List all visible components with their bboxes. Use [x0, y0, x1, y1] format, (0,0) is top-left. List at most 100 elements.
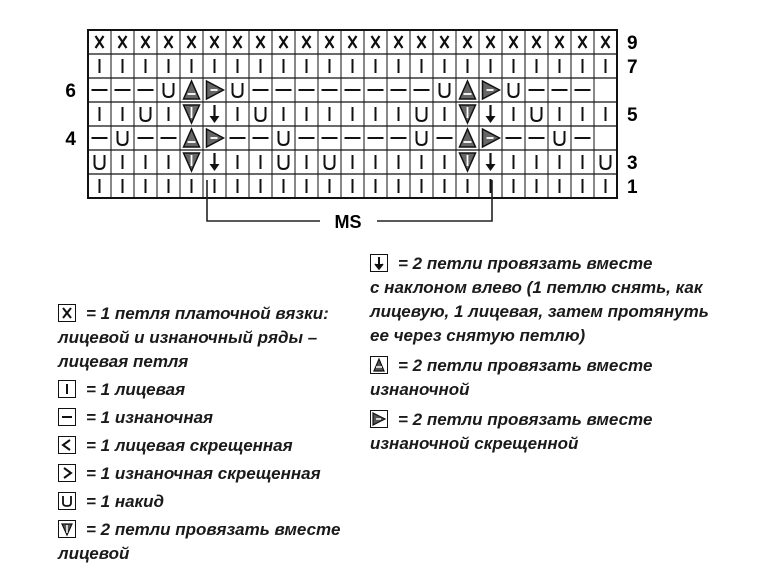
yarn-over-cell	[530, 107, 543, 123]
ssk-cell	[485, 105, 496, 123]
p2tog-tbl-symbol-icon	[370, 410, 388, 428]
row-number-right: 5	[627, 105, 638, 126]
legend-x-text-3: лицевая петля	[58, 352, 189, 371]
x-cell	[393, 35, 404, 49]
legend-right: = 2 петли провязать вместе с наклоном вл…	[370, 252, 709, 456]
legend-ssk-text-3: лицевую, 1 лицевая, затем протянуть	[370, 302, 709, 321]
legend-yarn-over-text: = 1 накид	[86, 492, 165, 511]
ms-bracket-left-line	[206, 180, 320, 222]
row-number-left: 6	[65, 81, 76, 102]
legend-item-yarn-over: = 1 накид	[58, 490, 340, 514]
knit-crossed-symbol-icon	[58, 436, 76, 454]
legend-p2tog-text: = 2 петли провязать вместе	[398, 356, 653, 375]
chart-border	[87, 29, 618, 199]
purl-crossed-symbol-icon	[58, 464, 76, 482]
yarn-over-cell	[116, 131, 129, 147]
x-cell	[347, 35, 358, 49]
x-cell	[531, 35, 542, 49]
x-cell	[485, 35, 496, 49]
x-cell	[232, 35, 243, 49]
legend-ssk-text-4: ее через снятую петлю)	[370, 326, 586, 345]
legend-p2tog-text-2: изнаночной	[370, 380, 470, 399]
x-cell	[140, 35, 151, 49]
legend-x-text: = 1 петля платочной вязки:	[86, 304, 329, 323]
yarn-over-cell	[277, 131, 290, 147]
legend-item-p2tog: = 2 петли провязать вместе	[370, 354, 709, 378]
p2tog-tbl-cell	[205, 127, 226, 149]
p2tog-cell	[182, 79, 201, 100]
yarn-over-cell	[277, 155, 290, 171]
x-cell	[439, 35, 450, 49]
p2tog-cell	[182, 127, 201, 148]
yarn-over-cell	[254, 107, 267, 123]
p2tog-symbol-icon	[370, 356, 388, 374]
yarn-over-cell	[599, 155, 612, 171]
ssk-cell	[209, 153, 220, 171]
ms-bracket-right-line	[377, 180, 493, 222]
x-cell	[370, 35, 381, 49]
legend-knit-crossed-text: = 1 лицевая скрещенная	[86, 436, 293, 455]
legend-k2tog-text: = 2 петли провязать вместе	[86, 520, 341, 539]
row-number-left: 4	[65, 129, 76, 150]
x-cell	[324, 35, 335, 49]
p2tog-cell	[458, 79, 477, 100]
yarn-over-cell	[553, 131, 566, 147]
x-cell	[117, 35, 128, 49]
k2tog-cell	[182, 152, 201, 173]
x-cell	[278, 35, 289, 49]
legend-item-k2tog: = 2 петли провязать вместе	[58, 518, 340, 542]
x-cell	[255, 35, 266, 49]
yarn-over-cell	[438, 83, 451, 99]
k2tog-cell	[458, 152, 477, 173]
yarn-over-cell	[162, 83, 175, 99]
row-number-right: 9	[627, 33, 638, 54]
k2tog-cell	[182, 104, 201, 125]
x-cell	[416, 35, 427, 49]
x-cell	[209, 35, 220, 49]
chart-grid	[87, 29, 618, 199]
x-cell	[186, 35, 197, 49]
legend-p2tog-tbl-text-2: изнаночной скрещенной	[370, 434, 579, 453]
ssk-cell	[209, 105, 220, 123]
ms-bracket: MS	[206, 180, 493, 232]
p2tog-tbl-cell	[481, 79, 502, 101]
ssk-cell	[485, 153, 496, 171]
knit-symbol-icon	[58, 380, 76, 398]
legend-purl-crossed-text: = 1 изнаночная скрещенная	[86, 464, 321, 483]
legend-item-p2tog-tbl: = 2 петли провязать вместе	[370, 408, 709, 432]
row-labels: 9 7 5 3 1 6 4	[65, 33, 638, 198]
yarn-over-cell	[139, 107, 152, 123]
legend-p2tog-tbl-text: = 2 петли провязать вместе	[398, 410, 653, 429]
purl-symbol-icon	[58, 408, 76, 426]
chart-symbols	[91, 35, 612, 193]
legend-left: = 1 петля платочной вязки: лицевой и изн…	[58, 302, 340, 566]
x-cell	[462, 35, 473, 49]
legend-knit-text: = 1 лицевая	[86, 380, 186, 399]
legend-purl-text: = 1 изнаночная	[86, 408, 214, 427]
row-number-right: 3	[627, 153, 638, 174]
p2tog-cell	[458, 127, 477, 148]
k2tog-cell	[458, 104, 477, 125]
k2tog-symbol-icon	[58, 520, 76, 538]
ms-label: MS	[335, 212, 362, 232]
legend-item-knit-crossed: = 1 лицевая скрещенная	[58, 434, 340, 458]
yarn-over-symbol-icon	[58, 492, 76, 510]
x-cell	[301, 35, 312, 49]
legend-item-knit: = 1 лицевая	[58, 378, 340, 402]
x-cell	[600, 35, 611, 49]
ssk-symbol-icon	[370, 254, 388, 272]
p2tog-tbl-cell	[205, 79, 226, 101]
legend-item-ssk: = 2 петли провязать вместе	[370, 252, 709, 276]
x-cell	[577, 35, 588, 49]
x-cell	[554, 35, 565, 49]
legend-k2tog-text-2: лицевой	[58, 544, 130, 563]
x-symbol-icon	[58, 304, 76, 322]
row-number-right: 7	[627, 57, 638, 78]
row-number-right: 1	[627, 177, 638, 198]
legend-item-x: = 1 петля платочной вязки:	[58, 302, 340, 326]
legend-ssk-text: = 2 петли провязать вместе	[398, 254, 653, 273]
legend-item-purl: = 1 изнаночная	[58, 406, 340, 430]
legend-x-text-2: лицевой и изнаночный ряды –	[58, 328, 318, 347]
yarn-over-cell	[507, 83, 520, 99]
